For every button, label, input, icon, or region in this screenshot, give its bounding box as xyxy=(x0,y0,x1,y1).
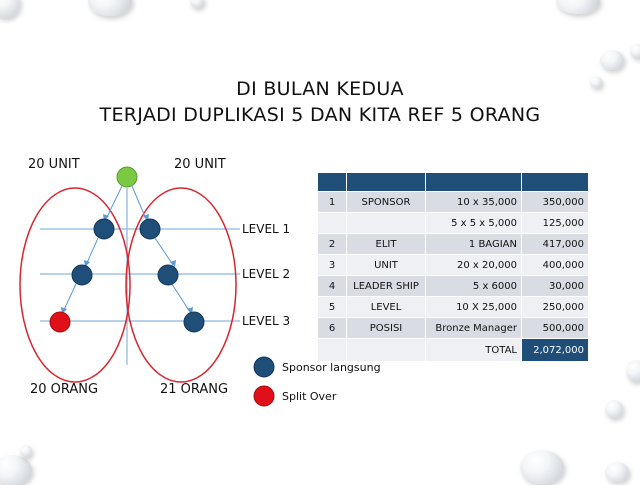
slide-title-line1: DI BULAN KEDUA xyxy=(236,78,404,100)
row-number: 2 xyxy=(318,233,347,255)
water-drop xyxy=(600,50,624,70)
row-amount: 30,000 xyxy=(521,275,589,297)
left-unit-label: 20 UNIT xyxy=(28,157,80,172)
table-total-row: TOTAL 2,072,000 xyxy=(318,338,589,362)
level3-right-node xyxy=(183,311,205,333)
table-row: 2 ELIT 1 BAGIAN 417,000 xyxy=(318,233,589,255)
row-name: POSISI xyxy=(346,317,426,339)
row-amount: 417,000 xyxy=(521,233,589,255)
row-amount: 350,000 xyxy=(521,191,589,213)
row-number: 1 xyxy=(318,191,347,213)
level2-left-node xyxy=(71,264,93,286)
row-number: 6 xyxy=(318,317,347,339)
row-name: LEADER SHIP xyxy=(346,275,426,297)
table-row: 5 x 5 x 5,000 125,000 xyxy=(318,212,589,234)
water-drop xyxy=(520,450,564,484)
total-value: 2,072,000 xyxy=(521,338,589,362)
row-name: ELIT xyxy=(346,233,426,255)
water-drop xyxy=(88,0,132,16)
legend-sponsor-swatch xyxy=(253,356,275,378)
water-drop xyxy=(605,400,623,418)
right-orang-label: 21 ORANG xyxy=(160,382,229,397)
row-name: UNIT xyxy=(346,254,426,276)
top-node xyxy=(116,166,138,188)
row-amount: 250,000 xyxy=(521,296,589,318)
water-drop xyxy=(605,462,629,482)
row-calc: 10 X 25,000 xyxy=(425,296,522,318)
water-drop xyxy=(0,0,20,18)
level1-right-node xyxy=(139,218,161,240)
row-amount: 500,000 xyxy=(521,317,589,339)
total-label: TOTAL xyxy=(425,338,522,362)
level3-label: LEVEL 3 xyxy=(242,314,291,328)
left-orang-label: 20 ORANG xyxy=(30,382,99,397)
row-name: LEVEL xyxy=(346,296,426,318)
right-group-ellipse xyxy=(125,187,237,383)
level1-left-node xyxy=(93,218,115,240)
bonus-table: 1 SPONSOR 10 x 35,000 350,000 5 x 5 x 5,… xyxy=(318,173,589,362)
slide-title-line2: TERJADI DUPLIKASI 5 DAN KITA REF 5 ORANG xyxy=(99,104,541,126)
level2-label: LEVEL 2 xyxy=(242,267,291,281)
level1-label: LEVEL 1 xyxy=(242,222,291,236)
row-amount: 125,000 xyxy=(521,212,589,234)
table-row: 4 LEADER SHIP 5 x 6000 30,000 xyxy=(318,275,589,297)
row-number: 4 xyxy=(318,275,347,297)
legend-split-label: Split Over xyxy=(282,390,337,403)
row-amount: 400,000 xyxy=(521,254,589,276)
level2-right-node xyxy=(157,264,179,286)
row-calc: 5 x 6000 xyxy=(425,275,522,297)
legend-sponsor-label: Sponsor langsung xyxy=(282,361,381,374)
table-row: 3 UNIT 20 x 20,000 400,000 xyxy=(318,254,589,276)
row-calc: 10 x 35,000 xyxy=(425,191,522,213)
row-number xyxy=(318,212,347,234)
water-drop xyxy=(190,0,204,8)
table-row: 5 LEVEL 10 X 25,000 250,000 xyxy=(318,296,589,318)
water-drop xyxy=(590,76,602,88)
table-row: 6 POSISI Bronze Manager 500,000 xyxy=(318,317,589,339)
row-name: SPONSOR xyxy=(346,191,426,213)
left-group-ellipse xyxy=(19,187,131,383)
row-number: 3 xyxy=(318,254,347,276)
right-unit-label: 20 UNIT xyxy=(174,157,226,172)
row-calc: 1 BAGIAN xyxy=(425,233,522,255)
table-header-row xyxy=(318,173,589,192)
row-number: 5 xyxy=(318,296,347,318)
row-calc: 5 x 5 x 5,000 xyxy=(425,212,522,234)
water-drop xyxy=(556,0,600,14)
row-calc: 20 x 20,000 xyxy=(425,254,522,276)
water-drop xyxy=(20,445,32,457)
water-drop xyxy=(626,360,640,382)
water-drop xyxy=(630,44,640,58)
table-row: 1 SPONSOR 10 x 35,000 350,000 xyxy=(318,191,589,213)
row-calc: Bronze Manager xyxy=(425,317,522,339)
level3-left-node-split xyxy=(49,311,71,333)
legend-split-swatch xyxy=(253,385,275,407)
row-name xyxy=(346,212,426,234)
